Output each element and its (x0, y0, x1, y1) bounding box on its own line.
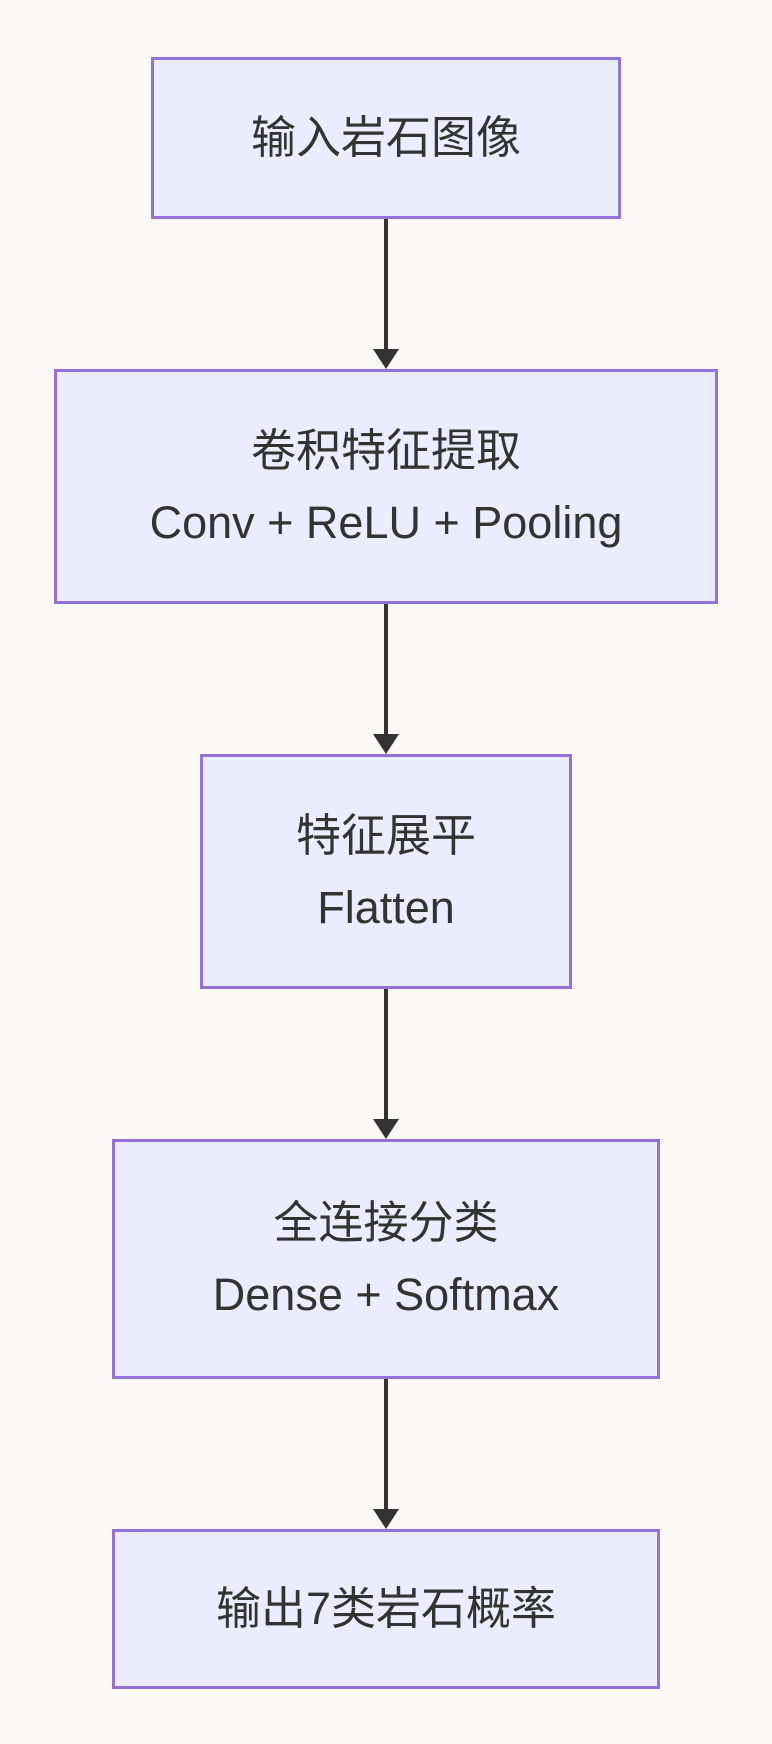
flow-arrow-flatten-to-dense (373, 989, 399, 1139)
arrow-head-icon (373, 1119, 399, 1139)
node-label: 输入岩石图像 (250, 112, 521, 163)
node-label: 卷积特征提取 (250, 424, 521, 476)
arrow-head-icon (373, 734, 399, 754)
flow-node-flatten: 特征展平 Flatten (200, 754, 572, 989)
node-label: 输出7类岩石概率 (215, 1583, 557, 1634)
arrow-line (384, 1379, 388, 1510)
flow-node-dense-classification: 全连接分类 Dense + Softmax (112, 1139, 660, 1379)
node-sublabel: Flatten (317, 881, 455, 933)
flow-arrow-input-to-conv (373, 219, 399, 369)
arrow-head-icon (373, 349, 399, 369)
node-label: 全连接分类 (273, 1197, 499, 1248)
arrow-line (384, 219, 388, 350)
node-sublabel: Conv + ReLU + Pooling (149, 496, 623, 548)
arrow-line (384, 989, 388, 1120)
flow-node-output-probabilities: 输出7类岩石概率 (112, 1529, 660, 1689)
flow-arrow-conv-to-flatten (373, 604, 399, 754)
flow-node-conv-feature-extraction: 卷积特征提取 Conv + ReLU + Pooling (54, 369, 718, 604)
arrow-head-icon (373, 1509, 399, 1529)
node-sublabel: Dense + Softmax (212, 1269, 560, 1320)
node-label: 特征展平 (295, 809, 476, 861)
flow-arrow-dense-to-output (373, 1379, 399, 1529)
arrow-line (384, 604, 388, 735)
flow-node-input-image: 输入岩石图像 (151, 57, 621, 219)
